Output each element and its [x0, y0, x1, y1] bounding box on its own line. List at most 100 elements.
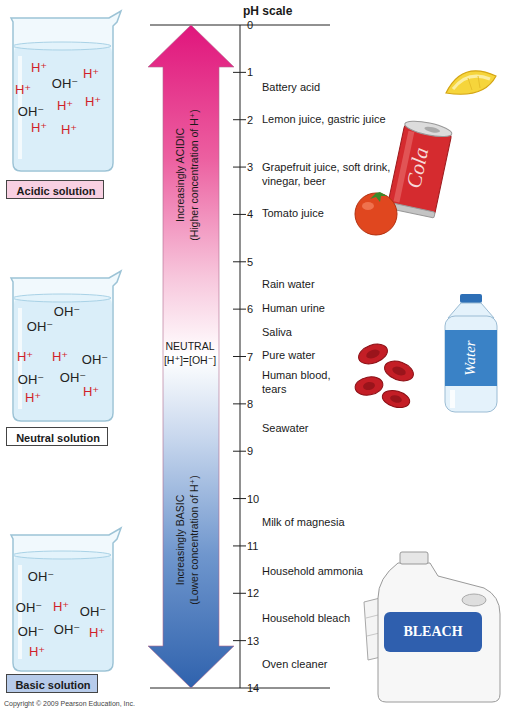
scale-title: pH scale	[243, 4, 292, 20]
scale-tick	[233, 261, 246, 262]
blood-cell	[382, 357, 416, 384]
scale-tick	[233, 498, 246, 499]
scale-tick	[233, 72, 246, 73]
ion-label: OH⁻	[18, 104, 44, 121]
scale-tick	[233, 640, 246, 641]
ph-value: 8	[247, 397, 253, 411]
arrow-shape	[148, 25, 234, 688]
bleach-bottle	[378, 563, 500, 702]
ion-label: H⁺	[25, 390, 41, 407]
ph-value: 10	[247, 491, 259, 505]
tomato-highlight	[362, 202, 374, 210]
ph-value: 7	[247, 349, 253, 363]
scale-tick	[233, 167, 246, 168]
substance-label: Human urine	[262, 301, 325, 315]
ph-value: 0	[247, 18, 253, 32]
beaker-glass	[11, 528, 121, 671]
substance-label: Battery acid	[262, 80, 320, 94]
substance-label: Lemon juice, gastric juice	[262, 112, 386, 126]
lemon-wedge	[446, 71, 496, 94]
ph-value: 13	[247, 633, 259, 647]
copyright-note: Copyright © 2009 Pearson Education, Inc.	[4, 699, 135, 708]
scale-tick	[233, 214, 246, 215]
neutral-equation: [H⁺]=[OH⁻]	[164, 354, 216, 368]
ion-label: OH⁻	[60, 370, 86, 387]
ph-value: 12	[247, 586, 259, 600]
lemon-segment	[468, 76, 480, 90]
ion-label: H⁺	[31, 120, 47, 137]
arrow-caption: (Higher concentration of H⁺)	[188, 109, 202, 241]
solution-label: Acidic solution	[6, 180, 104, 199]
ion-label: H⁺	[83, 384, 99, 401]
ion-label: H⁺	[17, 349, 33, 366]
scale-tick	[233, 451, 246, 452]
substance-label: Milk of magnesia	[262, 515, 345, 529]
scale-tick	[233, 545, 246, 546]
blood-cell-center	[365, 348, 381, 360]
arrow-caption: Increasingly BASIC	[174, 495, 188, 585]
cola-can	[387, 118, 453, 218]
arrow-caption: (Lower concentration of H⁺)	[188, 475, 202, 604]
solution-name: Neutral solution	[16, 430, 100, 444]
bottle-cap	[460, 294, 482, 303]
scale-tick	[233, 119, 246, 120]
substance-label: Saliva	[262, 325, 292, 339]
ion-label: H⁺	[57, 98, 73, 115]
ion-label: OH⁻	[54, 304, 80, 321]
ion-label: H⁺	[61, 122, 77, 139]
substance-label: Tomato juice	[262, 206, 324, 220]
substance-label: Household ammonia	[262, 564, 363, 578]
scale-tick	[233, 403, 246, 404]
ion-label: OH⁻	[18, 624, 44, 641]
blood-cell-center	[389, 394, 402, 404]
ph-value: 3	[247, 160, 253, 174]
lemon-peel	[446, 71, 496, 94]
ion-label: H⁺	[89, 625, 105, 642]
bleach-brand: BLEACH	[403, 623, 462, 641]
neutral-label: NEUTRAL	[165, 340, 214, 354]
can-top	[404, 118, 453, 140]
ion-label: H⁺	[52, 349, 68, 366]
can-body	[387, 124, 451, 216]
ion-label: OH⁻	[28, 569, 54, 586]
ph-value: 9	[247, 444, 253, 458]
bleach-handle	[462, 594, 486, 606]
ion-label: H⁺	[53, 599, 69, 616]
ion-label: H⁺	[85, 94, 101, 111]
water-surface	[13, 42, 111, 50]
beaker-glass	[11, 11, 121, 171]
blood-cell-center	[391, 365, 407, 377]
red-blood-cells	[354, 340, 417, 410]
ph-value: 1	[247, 65, 253, 79]
scale-tick	[233, 309, 246, 310]
tomato-stem	[370, 192, 387, 202]
substance-label: Rain water	[262, 277, 315, 291]
scale-tick	[233, 593, 246, 594]
ph-value: 2	[247, 113, 253, 127]
substance-label: Household bleach	[262, 611, 350, 625]
ph-value: 11	[247, 539, 258, 553]
water-surface	[13, 551, 111, 559]
solution-name: Acidic solution	[17, 183, 96, 197]
blood-cell	[380, 388, 411, 411]
water-bottle	[445, 294, 497, 412]
blood-cell	[356, 340, 390, 367]
beaker-outline	[5, 268, 125, 423]
ion-label: H⁺	[31, 60, 47, 77]
solution-name: Basic solution	[15, 677, 90, 691]
arrow-caption: Increasingly ACIDIC	[174, 128, 188, 222]
basic-beaker: OH⁻OH⁻H⁺OH⁻OH⁻OH⁻H⁺H⁺	[5, 525, 125, 673]
ion-label: OH⁻	[52, 76, 78, 93]
tomato	[355, 192, 397, 235]
substance-label: Seawater	[262, 421, 308, 435]
acidic-beaker: H⁺H⁺H⁺OH⁻H⁺OH⁻H⁺H⁺H⁺	[5, 8, 125, 173]
ion-label: H⁺	[83, 66, 99, 83]
bleach-and-towel	[364, 552, 500, 702]
ion-label: H⁺	[15, 82, 31, 99]
bottle-body	[445, 316, 497, 412]
beaker-glass	[11, 271, 121, 421]
can-tab	[424, 126, 441, 134]
neutral-beaker: OH⁻OH⁻H⁺H⁺OH⁻OH⁻OH⁻H⁺H⁺	[5, 268, 125, 423]
blood-cell	[354, 375, 385, 398]
